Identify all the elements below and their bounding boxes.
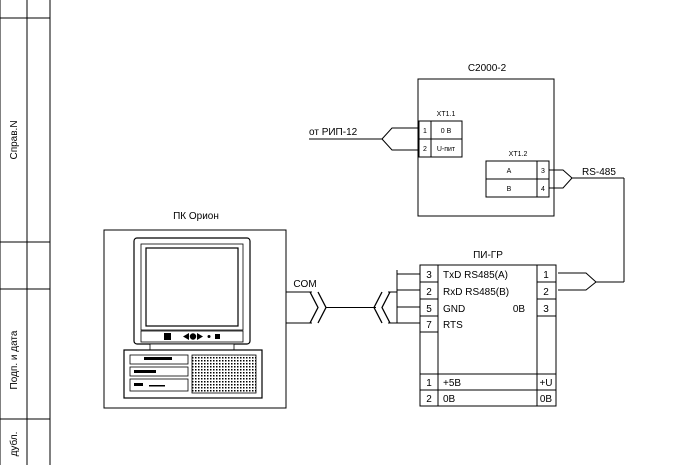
- pigr-left-label-1: TxD RS485(A): [443, 270, 508, 281]
- pigr-block: ПИ-ГР 3 TxD RS485(A) 2 RxD RS485(B) 5 GN…: [419, 250, 557, 407]
- pigr-bottom-label-2: 0В: [443, 394, 456, 405]
- stamp-podp-label: Подп. и дата: [9, 330, 20, 389]
- pigr-left-num-1: 3: [426, 270, 432, 281]
- xt2-title: ХТ1.2: [509, 151, 528, 158]
- rip-label: от РИП-12: [309, 127, 358, 138]
- stamp-dubl-label: дубл.: [8, 432, 20, 457]
- title-block-stamp: Справ.N Подп. и дата дубл.: [0, 0, 51, 465]
- stamp-sprav-label: Справ.N: [9, 120, 20, 159]
- system-unit-icon: [123, 349, 263, 399]
- pigr-bottom-num-1: 1: [426, 378, 432, 389]
- xt2-num-3: 3: [541, 168, 545, 175]
- pigr-left-label-2: RxD RS485(B): [443, 287, 509, 298]
- xt1-label-1: 0 В: [441, 128, 452, 135]
- xt1-label-2: U-пит: [437, 146, 456, 153]
- pigr-bottom-right-1: +U: [539, 378, 552, 389]
- pigr-right-num-1: 1: [543, 270, 549, 281]
- rip-feed-wires: от РИП-12: [309, 127, 419, 151]
- pigr-left-num-2: 2: [426, 287, 432, 298]
- pk-orion: ПК Орион COM: [103, 211, 317, 409]
- rs485-link: RS-485: [549, 167, 625, 291]
- xt1-title: ХТ1.1: [437, 111, 456, 118]
- xt2-num-4: 4: [541, 186, 545, 193]
- com-label: COM: [293, 279, 316, 290]
- pigr-left-label-4: RTS: [443, 320, 463, 331]
- pigr-bottom-num-2: 2: [426, 394, 432, 405]
- pigr-title: ПИ-ГР: [473, 250, 503, 261]
- xt1-num-2: 2: [423, 146, 427, 153]
- xt2-label-b: В: [507, 186, 512, 193]
- rs485-label: RS-485: [582, 167, 616, 178]
- pigr-left-label-3: GND: [443, 304, 465, 315]
- monitor-icon: [133, 237, 251, 351]
- pigr-right-num-2: 2: [543, 287, 549, 298]
- pigr-left-num-4: 7: [426, 320, 432, 331]
- xt2-label-a: А: [507, 168, 512, 175]
- pigr-left-num-3: 5: [426, 304, 432, 315]
- pigr-bottom-right-2: 0В: [540, 394, 553, 405]
- pigr-bottom-label-1: +5В: [443, 378, 461, 389]
- xt1-num-1: 1: [423, 128, 427, 135]
- s2000-block: С2000-2 ХТ1.1 1 0 В 2 U-пит ХТ1.2 А 3 В …: [417, 63, 555, 217]
- s2000-title: С2000-2: [468, 63, 507, 74]
- com-connector: [286, 270, 420, 324]
- pk-title: ПК Орион: [173, 211, 219, 222]
- pigr-right-num-3: 3: [543, 304, 549, 315]
- pigr-ov-label: 0В: [513, 304, 526, 315]
